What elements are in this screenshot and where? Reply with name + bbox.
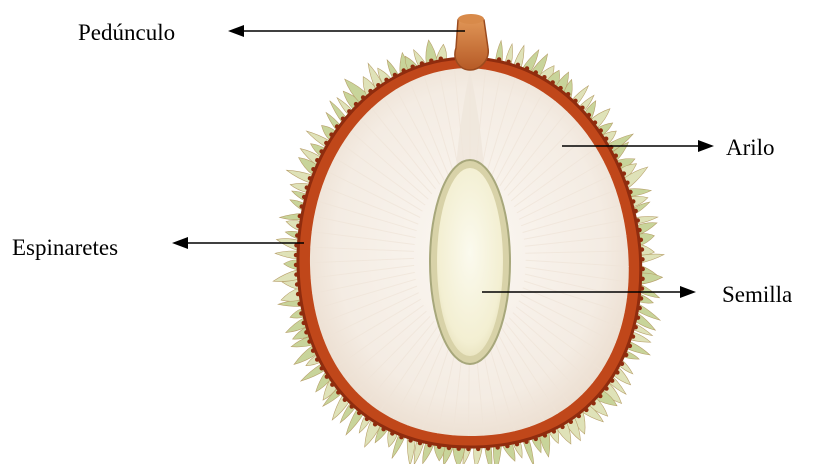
peduncle-top [458,14,484,24]
arrow-pedunculo [228,25,465,37]
label-espinaretes: Espinaretes [12,236,118,259]
label-semilla: Semilla [722,283,792,306]
label-arilo: Arilo [726,136,775,159]
label-pedunculo: Pedúnculo [78,21,175,44]
seed [437,168,503,356]
